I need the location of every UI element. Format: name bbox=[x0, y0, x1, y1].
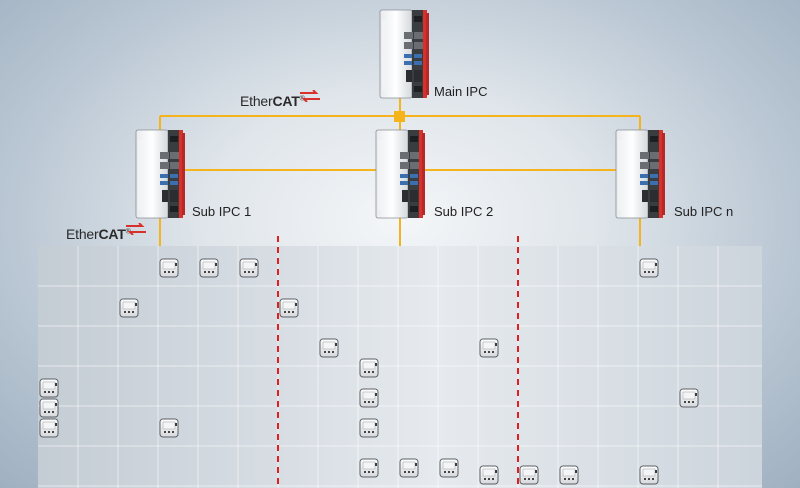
zone-partitions bbox=[277, 236, 519, 488]
io-module bbox=[119, 298, 139, 318]
io-module bbox=[479, 465, 499, 485]
io-module bbox=[39, 378, 59, 398]
io-module bbox=[239, 258, 259, 278]
io-module bbox=[479, 338, 499, 358]
io-module bbox=[639, 258, 659, 278]
io-module bbox=[159, 418, 179, 438]
sub-ipc-2-label: Sub IPC 2 bbox=[434, 204, 494, 219]
io-module bbox=[159, 258, 179, 278]
grid-lines bbox=[38, 246, 762, 488]
sub-ipc-n-label: Sub IPC n bbox=[674, 204, 734, 219]
io-module bbox=[399, 458, 419, 478]
sub-ipc-1-device bbox=[135, 129, 186, 219]
ethercat-logo-bottom: EtherCAT® bbox=[66, 223, 146, 242]
sub-ipc-2-device bbox=[375, 129, 426, 219]
io-module bbox=[359, 388, 379, 408]
sub-ipc-1-label: Sub IPC 1 bbox=[192, 204, 252, 219]
bus-junction bbox=[394, 111, 405, 122]
io-module bbox=[359, 418, 379, 438]
machine-grid-floor bbox=[38, 246, 762, 488]
ethercat-arrows-icon bbox=[300, 90, 320, 102]
io-module bbox=[359, 458, 379, 478]
io-module bbox=[559, 465, 579, 485]
io-module bbox=[279, 298, 299, 318]
io-module bbox=[39, 418, 59, 438]
io-module bbox=[199, 258, 219, 278]
ethercat-logo-top: EtherCAT® bbox=[240, 90, 320, 109]
io-module bbox=[639, 465, 659, 485]
main-ipc-device bbox=[379, 9, 430, 99]
io-module bbox=[519, 465, 539, 485]
sub-ipc-n-device bbox=[615, 129, 666, 219]
main-ipc-label: Main IPC bbox=[434, 84, 488, 99]
io-module bbox=[319, 338, 339, 358]
ethercat-arrows-icon bbox=[126, 223, 146, 235]
io-module bbox=[39, 398, 59, 418]
io-module bbox=[439, 458, 459, 478]
io-module bbox=[679, 388, 699, 408]
io-module bbox=[359, 358, 379, 378]
